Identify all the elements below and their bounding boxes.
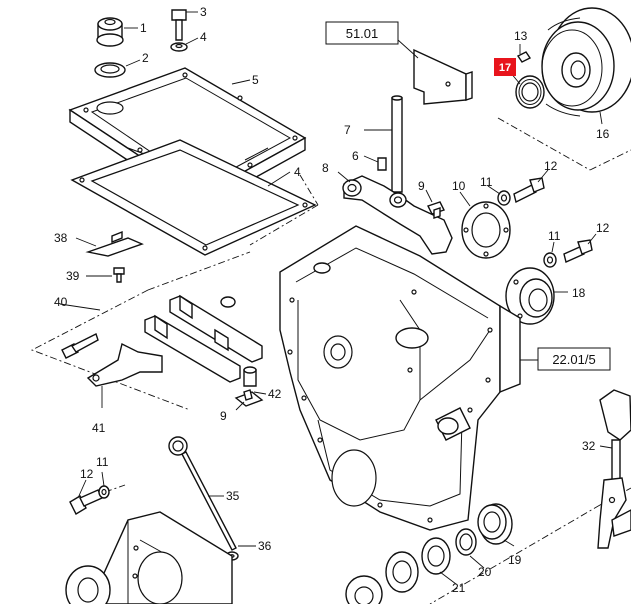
part-label-4b: 4 xyxy=(294,165,301,179)
shift-plate-assembly xyxy=(144,294,263,383)
part-label-12c: 12 xyxy=(80,467,94,481)
reference-leader-51-01 xyxy=(397,39,419,59)
woodruff-key-part xyxy=(516,51,532,63)
part-label-16: 16 xyxy=(596,127,610,141)
reference-box-22-01-5: 22.01/5 xyxy=(537,347,611,371)
shift-lever-arm-part xyxy=(342,175,453,255)
reference-label: 51.01 xyxy=(346,26,379,41)
part-label-21: 21 xyxy=(452,581,466,595)
flange-cover-part xyxy=(505,267,555,325)
gasket-part xyxy=(70,139,317,256)
gear-lever-part xyxy=(597,439,631,549)
part-label-4: 4 xyxy=(200,30,207,44)
flange-gasket-part xyxy=(461,201,511,259)
part-label-42: 42 xyxy=(268,387,282,401)
part-label-18: 18 xyxy=(572,286,586,300)
part-label-12b: 12 xyxy=(596,221,610,235)
part-label-32: 32 xyxy=(582,439,596,453)
part-labels: 1 2 3 4 5 4 38 39 40 41 42 9 35 36 12 11… xyxy=(54,5,610,595)
part-label-35: 35 xyxy=(226,489,240,503)
gearbox-housing-part xyxy=(279,225,521,531)
bolt-lower-left-part xyxy=(69,489,103,515)
roll-pin-part xyxy=(377,157,387,171)
bolt-middle-part xyxy=(563,239,593,263)
part-label-36: 36 xyxy=(258,539,272,553)
part-label-11a: 11 xyxy=(480,175,493,189)
highlighted-part-marker: 17 xyxy=(494,58,516,76)
part-label-8: 8 xyxy=(322,161,329,175)
highlight-box xyxy=(494,58,516,76)
part-label-9b: 9 xyxy=(220,409,227,423)
part-label-19: 19 xyxy=(508,553,522,567)
shift-rod-part xyxy=(391,95,403,193)
washer-lower-left-part xyxy=(98,485,110,499)
v-belt-pulley-part xyxy=(541,7,631,117)
part-label-6: 6 xyxy=(352,149,359,163)
shim-washer-d-part xyxy=(345,575,383,604)
shift-fork-part xyxy=(86,342,163,387)
seal-ring-part xyxy=(477,503,513,545)
part-label-12a: 12 xyxy=(544,159,558,173)
washer-middle-part xyxy=(543,252,557,268)
group-line-left xyxy=(30,251,251,411)
part-label-20: 20 xyxy=(478,565,492,579)
seal-washer-part xyxy=(94,62,126,78)
bolt-part xyxy=(61,333,99,359)
part-label-39: 39 xyxy=(66,269,80,283)
part-label-40: 40 xyxy=(54,295,68,309)
small-screw-part xyxy=(113,267,125,283)
group-line-top-right xyxy=(497,117,631,171)
shim-washer-a-part xyxy=(455,528,477,556)
part-label-5: 5 xyxy=(252,73,259,87)
bolt-upper-part xyxy=(513,177,545,204)
part-label-7: 7 xyxy=(344,123,351,137)
mounting-bracket-part xyxy=(413,48,473,105)
part-label-2: 2 xyxy=(142,51,149,65)
filler-cap-part xyxy=(96,17,124,47)
part-label-9a: 9 xyxy=(418,179,425,193)
reference-label: 22.01/5 xyxy=(552,352,595,367)
lever-pin-part xyxy=(427,201,445,219)
lower-housing-part xyxy=(65,511,233,604)
screw-part xyxy=(171,9,187,41)
washer-small-part xyxy=(170,42,188,52)
reference-box-51-01: 51.01 xyxy=(325,21,399,45)
part-label-38: 38 xyxy=(54,231,68,245)
part-label-13: 13 xyxy=(514,29,528,43)
part-label-3: 3 xyxy=(200,5,207,19)
dipstick-part xyxy=(168,436,237,551)
bracket-plate-part xyxy=(85,230,144,257)
part-label-1: 1 xyxy=(140,21,147,35)
part-label-11c: 11 xyxy=(96,455,109,469)
group-line-cover xyxy=(249,174,319,246)
detent-spring-part xyxy=(234,389,264,407)
part-label-17: 17 xyxy=(499,62,511,74)
shim-washer-c-part xyxy=(385,551,419,593)
part-label-10: 10 xyxy=(452,179,466,193)
gear-lever-knob-part xyxy=(599,389,631,441)
part-label-41: 41 xyxy=(92,421,106,435)
shim-washer-b-part xyxy=(421,537,451,575)
part-label-11b: 11 xyxy=(548,229,561,243)
oil-seal-part xyxy=(515,75,545,109)
washer-upper-part xyxy=(497,190,511,206)
leader-lines xyxy=(59,11,613,585)
detent-plunger-part xyxy=(243,366,257,387)
